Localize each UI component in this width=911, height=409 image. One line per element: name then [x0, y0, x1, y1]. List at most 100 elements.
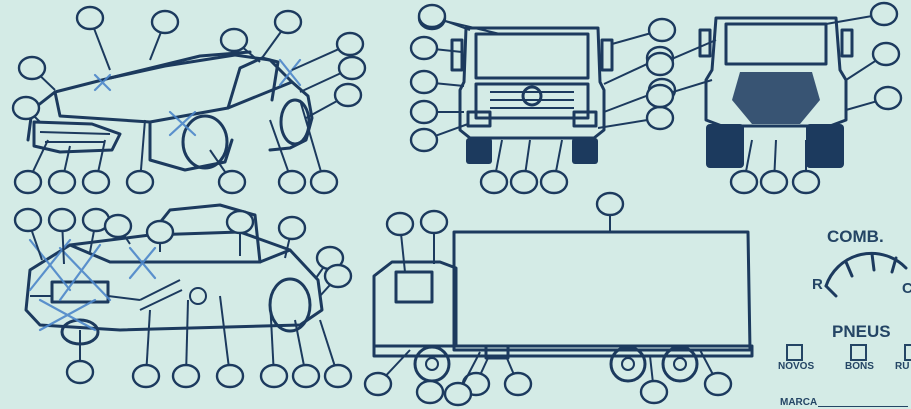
callout-leader-line	[556, 140, 562, 170]
callout-circle[interactable]	[217, 365, 243, 387]
callout-leader-line	[99, 140, 105, 170]
callout-circle[interactable]	[261, 365, 287, 387]
callout-circle[interactable]	[67, 361, 93, 383]
callout-leader-line	[186, 300, 188, 364]
tires-good-label: BONS	[845, 361, 874, 372]
callout-leader-line	[775, 140, 776, 170]
tires-new-checkbox[interactable]	[786, 344, 803, 361]
callout-circle[interactable]	[417, 381, 443, 403]
callouts-truck-side	[365, 193, 731, 405]
callout-circle[interactable]	[505, 373, 531, 395]
callout-circle[interactable]	[365, 373, 391, 395]
callout-circle[interactable]	[793, 171, 819, 193]
callout-circle[interactable]	[761, 171, 787, 193]
callout-circle[interactable]	[411, 37, 437, 59]
brand-input-line[interactable]	[818, 406, 908, 407]
callout-circle[interactable]	[127, 171, 153, 193]
truck-front-diagram	[452, 28, 612, 164]
callout-circle[interactable]	[219, 171, 245, 193]
callout-circle[interactable]	[49, 171, 75, 193]
callout-leader-line	[270, 120, 288, 171]
fuel-reserve-mark: R	[812, 276, 823, 293]
callout-leader-line	[243, 48, 260, 62]
callout-circle[interactable]	[293, 365, 319, 387]
callout-leader-line	[496, 140, 502, 170]
callout-circle[interactable]	[279, 217, 305, 239]
callout-circle[interactable]	[873, 43, 899, 65]
callout-circle[interactable]	[227, 211, 253, 233]
callout-circle[interactable]	[77, 7, 103, 29]
callout-circle[interactable]	[419, 5, 445, 27]
callout-circle[interactable]	[647, 107, 673, 129]
callout-leader-line	[436, 83, 464, 86]
callout-circle[interactable]	[275, 11, 301, 33]
fuel-full-mark: C	[902, 280, 911, 297]
callout-circle[interactable]	[15, 171, 41, 193]
callout-circle[interactable]	[871, 3, 897, 25]
callout-circle[interactable]	[19, 57, 45, 79]
callout-circle[interactable]	[311, 171, 337, 193]
callout-circle[interactable]	[173, 365, 199, 387]
callout-circle[interactable]	[647, 53, 673, 75]
tires-title: PNEUS	[832, 322, 891, 342]
callout-circle[interactable]	[597, 193, 623, 215]
callout-leader-line	[320, 285, 330, 296]
sedan-front-diagram	[28, 52, 312, 170]
tires-bad-checkbox[interactable]	[904, 344, 911, 361]
callout-leader-line	[604, 94, 651, 112]
callout-leader-line	[650, 356, 653, 380]
callout-circle[interactable]	[13, 97, 39, 119]
callout-circle[interactable]	[49, 209, 75, 231]
callout-leader-line	[320, 320, 334, 365]
callout-circle[interactable]	[649, 19, 675, 41]
callout-circle[interactable]	[411, 101, 437, 123]
callout-circle[interactable]	[705, 373, 731, 395]
callout-leader-line	[220, 296, 229, 364]
callout-circle[interactable]	[152, 11, 178, 33]
callout-circle[interactable]	[221, 29, 247, 51]
callout-circle[interactable]	[641, 381, 667, 403]
callout-leader-line	[147, 310, 150, 364]
callouts-sedan-front	[13, 7, 365, 193]
callout-leader-line	[63, 232, 64, 264]
callout-circle[interactable]	[411, 71, 437, 93]
callout-circle[interactable]	[279, 171, 305, 193]
callout-leader-line	[94, 29, 110, 70]
callout-leader-line	[300, 73, 341, 92]
callout-leader-line	[846, 61, 876, 80]
callout-leader-line	[526, 140, 530, 170]
callout-circle[interactable]	[445, 383, 471, 405]
callout-circle[interactable]	[541, 171, 567, 193]
callout-circle[interactable]	[411, 129, 437, 151]
callout-circle[interactable]	[337, 33, 363, 55]
callout-circle[interactable]	[481, 171, 507, 193]
callout-circle[interactable]	[83, 171, 109, 193]
fuel-title: COMB.	[827, 227, 884, 247]
callout-leader-line	[141, 120, 145, 170]
tires-good-checkbox[interactable]	[850, 344, 867, 361]
callout-circle[interactable]	[15, 209, 41, 231]
callout-leader-line	[150, 33, 161, 60]
callout-leader-line	[481, 358, 488, 373]
callout-circle[interactable]	[325, 265, 351, 287]
callout-circle[interactable]	[339, 57, 365, 79]
fuel-gauge	[826, 253, 906, 296]
callout-circle[interactable]	[647, 85, 673, 107]
callout-leader-line	[506, 356, 513, 373]
tires-bad-label: RU	[895, 361, 909, 372]
callout-circle[interactable]	[875, 87, 901, 109]
callout-circle[interactable]	[105, 215, 131, 237]
tires-new-label: NOVOS	[778, 361, 814, 372]
callout-circle[interactable]	[133, 365, 159, 387]
brand-label: MARCA	[780, 397, 817, 408]
callout-circle[interactable]	[147, 221, 173, 243]
callout-circle[interactable]	[511, 171, 537, 193]
callout-circle[interactable]	[387, 213, 413, 235]
callout-circle[interactable]	[421, 211, 447, 233]
callout-leader-line	[746, 140, 752, 170]
callout-circle[interactable]	[325, 365, 351, 387]
callout-circle[interactable]	[731, 171, 757, 193]
callout-circle[interactable]	[335, 84, 361, 106]
callout-leader-line	[262, 32, 281, 58]
